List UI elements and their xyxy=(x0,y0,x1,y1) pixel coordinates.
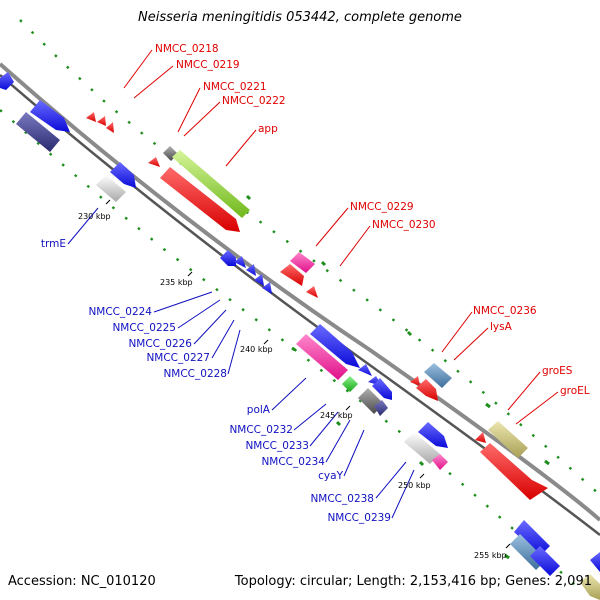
gene-NMCC_0238[interactable] xyxy=(404,432,440,464)
gene-label-groEL[interactable]: groEL xyxy=(560,385,590,397)
gene-navy-1[interactable] xyxy=(16,112,60,152)
gene-label-NMCC_0239[interactable]: NMCC_0239 xyxy=(327,512,391,524)
tick-label: 235 kbp xyxy=(160,278,193,287)
reverse-leaders xyxy=(67,207,415,519)
gene-blue-3[interactable] xyxy=(530,546,560,576)
gene-label-NMCC_0238[interactable]: NMCC_0238 xyxy=(310,493,374,505)
scale-ticks xyxy=(105,199,511,549)
gc-track-outer xyxy=(19,19,600,496)
gene-blue-1[interactable] xyxy=(30,100,70,132)
tick-label: 255 kbp xyxy=(474,551,507,560)
gene-app-main[interactable] xyxy=(160,167,240,232)
gene-app[interactable] xyxy=(148,157,160,167)
gene-NMCC_0228[interactable] xyxy=(262,282,272,294)
gene-label-NMCC_0233[interactable]: NMCC_0233 xyxy=(245,440,309,452)
gene-label-NMCC_0229[interactable]: NMCC_0229 xyxy=(350,201,414,213)
gene-label-NMCC_0221[interactable]: NMCC_0221 xyxy=(203,81,267,93)
gene-label-NMCC_0219[interactable]: NMCC_0219 xyxy=(176,59,240,71)
tick-label: 250 kbp xyxy=(398,481,431,490)
gene-khaki-2[interactable] xyxy=(580,574,600,600)
scale-tick-labels: 230 kbp 235 kbp 240 kbp 245 kbp 250 kbp … xyxy=(78,212,507,560)
gene-label-NMCC_0225[interactable]: NMCC_0225 xyxy=(112,322,176,334)
gene-label-NMCC_0218[interactable]: NMCC_0218 xyxy=(155,43,219,55)
gene-label-app[interactable]: app xyxy=(258,123,278,135)
gene-groES[interactable] xyxy=(475,432,486,443)
gene-NMCC_0226[interactable] xyxy=(246,264,256,276)
genome-summary: Topology: circular; Length: 2,153,416 bp… xyxy=(234,574,592,589)
gene-label-lysA[interactable]: lysA xyxy=(490,321,513,333)
forward-labels: NMCC_0218 NMCC_0219 NMCC_0221 NMCC_0222 … xyxy=(155,43,590,397)
gene-NMCC_0218[interactable] xyxy=(86,112,96,122)
gene-NMCC_0239[interactable] xyxy=(432,454,448,470)
gene-NMCC_0230[interactable] xyxy=(306,286,318,298)
gc-track-peaks xyxy=(245,194,550,560)
gene-trmE-blue[interactable] xyxy=(110,162,136,188)
tick-label: 245 kbp xyxy=(320,411,353,420)
gene-lysA[interactable] xyxy=(410,376,420,386)
gene-label-NMCC_0230[interactable]: NMCC_0230 xyxy=(372,219,436,231)
gc-track-inner xyxy=(0,109,576,586)
tick-label: 240 kbp xyxy=(240,345,273,354)
gene-NMCC_0234[interactable] xyxy=(372,378,392,400)
map-title: Neisseria meningitidis 053442, complete … xyxy=(138,10,462,25)
forward-leaders xyxy=(123,49,559,425)
accession-text: Accession: NC_010120 xyxy=(8,574,156,589)
gene-label-NMCC_0234[interactable]: NMCC_0234 xyxy=(261,456,325,468)
gene-label-NMCC_0224[interactable]: NMCC_0224 xyxy=(88,306,152,318)
gene-NMCC_0238-blue[interactable] xyxy=(418,422,448,448)
gene-NMCC_0229-red[interactable] xyxy=(280,264,304,286)
gene-label-NMCC_0226[interactable]: NMCC_0226 xyxy=(128,338,192,350)
gene-label-polA[interactable]: polA xyxy=(247,404,271,416)
gene-lysA-main[interactable] xyxy=(416,379,438,401)
gene-cyaY-navy[interactable] xyxy=(374,400,388,416)
gene-groEL-red[interactable] xyxy=(480,443,548,500)
gene-blue-4[interactable] xyxy=(590,552,600,572)
gene-NMCC_0233[interactable] xyxy=(358,364,372,376)
reverse-labels: trmE NMCC_0224 NMCC_0225 NMCC_0226 NMCC_… xyxy=(41,238,391,524)
gene-label-NMCC_0222[interactable]: NMCC_0222 xyxy=(222,95,286,107)
gene-NMCC_0225[interactable] xyxy=(234,256,246,268)
tick-label: 230 kbp xyxy=(78,212,111,221)
gene-label-NMCC_0236[interactable]: NMCC_0236 xyxy=(473,305,537,317)
gene-label-groES[interactable]: groES xyxy=(542,365,573,377)
gene-groEL[interactable] xyxy=(488,421,528,458)
gene-polA-blue[interactable] xyxy=(310,324,360,368)
gene-label-NMCC_0232[interactable]: NMCC_0232 xyxy=(229,424,293,436)
gene-NMCC_0227[interactable] xyxy=(254,274,264,286)
gene-NMCC_0229[interactable] xyxy=(290,252,315,273)
gene-NMCC_0232[interactable] xyxy=(342,376,358,392)
gene-label-NMCC_0227[interactable]: NMCC_0227 xyxy=(146,352,210,364)
gene-NMCC_0224[interactable] xyxy=(220,250,236,266)
gene-label-NMCC_0228[interactable]: NMCC_0228 xyxy=(163,368,227,380)
gene-NMCC_0222[interactable] xyxy=(172,150,250,218)
gene-blue-edge[interactable] xyxy=(0,72,14,90)
forward-genes xyxy=(86,112,548,500)
gene-NMCC_0236[interactable] xyxy=(424,363,452,388)
gene-label-trmE[interactable]: trmE xyxy=(41,238,66,250)
gene-label-cyaY[interactable]: cyaY xyxy=(318,470,343,482)
gene-polA[interactable] xyxy=(296,334,348,380)
gene-NMCC_0219[interactable] xyxy=(97,116,106,126)
gene-NMCC_0221[interactable] xyxy=(106,122,114,133)
reverse-genes xyxy=(0,72,600,600)
gene-trmE[interactable] xyxy=(96,175,126,202)
